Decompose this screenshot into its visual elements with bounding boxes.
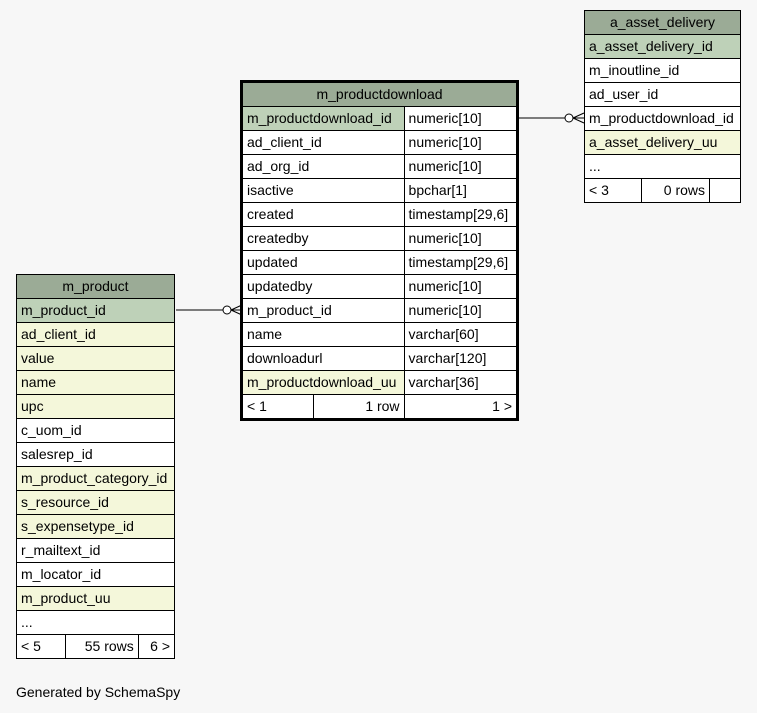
column-row[interactable]: ... — [16, 610, 175, 635]
column-name: a_asset_delivery_uu — [584, 130, 741, 155]
parents-count: < 1 — [242, 394, 314, 419]
column-name: createdby — [242, 226, 405, 251]
column-type: numeric[10] — [403, 130, 518, 155]
relation-crowfoot-lower — [572, 117, 585, 124]
generated-by-label: Generated by SchemaSpy — [16, 684, 181, 700]
column-row[interactable]: s_expensetype_id — [16, 514, 175, 539]
column-type: timestamp[29,6] — [403, 250, 518, 275]
relation-optional-marker — [564, 113, 574, 123]
column-name: s_resource_id — [16, 490, 175, 515]
column-name: ... — [584, 154, 741, 179]
table-title[interactable]: a_asset_delivery — [584, 10, 741, 35]
column-name: m_product_id — [16, 298, 175, 323]
column-row[interactable]: value — [16, 346, 175, 371]
column-name: m_locator_id — [16, 562, 175, 587]
column-name: m_inoutline_id — [584, 58, 741, 83]
column-type: numeric[10] — [403, 106, 518, 131]
column-name: m_productdownload_id — [584, 106, 741, 131]
column-row[interactable]: c_uom_id — [16, 418, 175, 443]
column-row[interactable]: ... — [584, 154, 741, 179]
column-name: upc — [16, 394, 175, 419]
column-row[interactable]: m_product_uu — [16, 586, 175, 611]
relation-optional-marker — [222, 305, 232, 315]
column-row[interactable]: m_product_id — [16, 298, 175, 323]
parents-count: < 3 — [584, 178, 642, 203]
column-row[interactable]: upc — [16, 394, 175, 419]
column-row[interactable]: m_product_category_id — [16, 466, 175, 491]
column-row[interactable]: m_inoutline_id — [584, 58, 741, 83]
column-name: downloadurl — [242, 346, 405, 371]
table-title[interactable]: m_productdownload — [242, 82, 517, 107]
relation-crowfoot-upper — [572, 112, 585, 119]
column-name: value — [16, 346, 175, 371]
column-name: ad_client_id — [16, 322, 175, 347]
parents-count: < 5 — [16, 634, 66, 659]
relation-crowfoot-lower — [230, 309, 243, 316]
column-name: name — [16, 370, 175, 395]
table-title[interactable]: m_product — [16, 274, 175, 299]
column-type: numeric[10] — [403, 154, 518, 179]
column-row[interactable]: m_productdownload_id — [584, 106, 741, 131]
column-row[interactable]: a_asset_delivery_uu — [584, 130, 741, 155]
column-type: numeric[10] — [403, 274, 518, 299]
column-name: m_productdownload_id — [242, 106, 405, 131]
column-name: isactive — [242, 178, 405, 203]
column-name: ad_user_id — [584, 82, 741, 107]
column-row[interactable]: salesrep_id — [16, 442, 175, 467]
column-type: varchar[120] — [403, 346, 518, 371]
column-name: r_mailtext_id — [16, 538, 175, 563]
column-name: ... — [16, 610, 175, 635]
row-count: 1 row — [313, 394, 405, 419]
column-name: m_productdownload_uu — [242, 370, 405, 395]
children-count — [709, 178, 741, 203]
column-type: numeric[10] — [403, 298, 518, 323]
row-count: 55 rows — [65, 634, 139, 659]
row-count: 0 rows — [641, 178, 710, 203]
column-row[interactable]: ad_user_id — [584, 82, 741, 107]
column-row[interactable]: s_resource_id — [16, 490, 175, 515]
column-type: varchar[36] — [403, 370, 518, 395]
children-count: 6 > — [137, 634, 176, 659]
column-type: varchar[60] — [403, 322, 518, 347]
column-row[interactable]: a_asset_delivery_id — [584, 34, 741, 59]
column-name: salesrep_id — [16, 442, 175, 467]
column-name: updated — [242, 250, 405, 275]
column-name: ad_client_id — [242, 130, 405, 155]
column-name: s_expensetype_id — [16, 514, 175, 539]
column-name: updatedby — [242, 274, 405, 299]
column-type: timestamp[29,6] — [403, 202, 518, 227]
column-name: ad_org_id — [242, 154, 405, 179]
column-name: created — [242, 202, 405, 227]
column-name: name — [242, 322, 405, 347]
column-name: m_product_category_id — [16, 466, 175, 491]
column-type: bpchar[1] — [403, 178, 518, 203]
column-row[interactable]: ad_client_id — [16, 322, 175, 347]
column-type: numeric[10] — [403, 226, 518, 251]
column-name: m_product_id — [242, 298, 405, 323]
relation-crowfoot-upper — [230, 304, 243, 311]
column-row[interactable]: m_locator_id — [16, 562, 175, 587]
column-name: m_product_uu — [16, 586, 175, 611]
column-name: a_asset_delivery_id — [584, 34, 741, 59]
children-count: 1 > — [403, 394, 518, 419]
column-row[interactable]: name — [16, 370, 175, 395]
column-name: c_uom_id — [16, 418, 175, 443]
column-row[interactable]: r_mailtext_id — [16, 538, 175, 563]
